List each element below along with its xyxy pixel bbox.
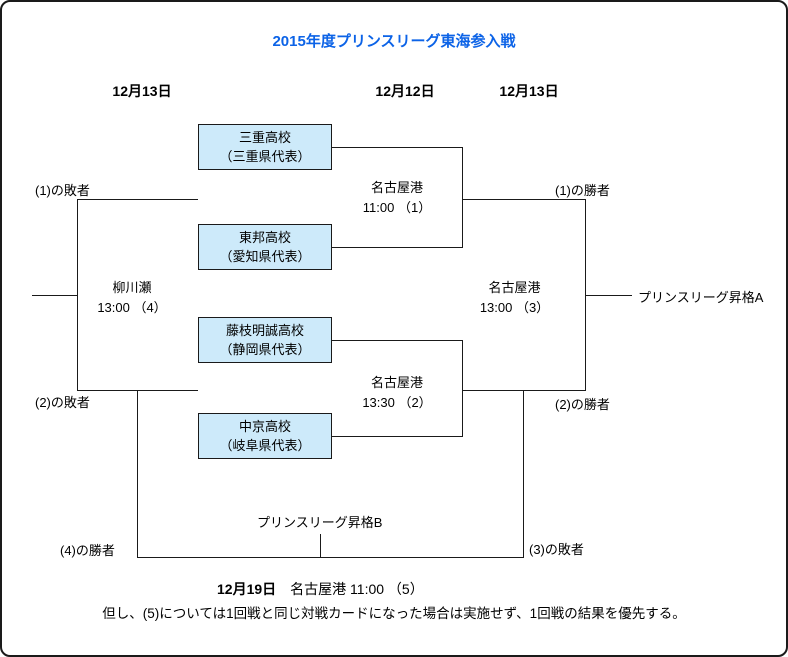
label-winner-of-2: (2)の勝者 (555, 397, 610, 412)
match-time: 13:30 （2） (362, 395, 432, 410)
match-2-info: 名古屋港 13:30 （2） (332, 373, 462, 413)
team-prefecture: （三重県代表） (219, 149, 311, 164)
bracket-line (332, 247, 462, 248)
match-time: 13:00 （4） (97, 300, 167, 315)
bracket-line (137, 557, 524, 558)
match-4-info: 柳川瀬 13:00 （4） (72, 278, 192, 318)
label-loser-of-1: (1)の敗者 (35, 183, 90, 198)
team-name: 東邦高校 (238, 230, 291, 245)
match-venue: 名古屋港 (370, 375, 423, 390)
team-box-fujieda-meisei: 藤枝明誠高校 （静岡県代表） (198, 317, 332, 363)
label-winner-of-4: (4)の勝者 (60, 543, 115, 558)
label-promotion-b: プリンスリーグ昇格B (257, 515, 383, 530)
match-venue: 柳川瀬 (112, 280, 152, 295)
team-prefecture: （愛知県代表） (219, 249, 311, 264)
label-loser-of-2: (2)の敗者 (35, 395, 90, 410)
page-title: 2015年度プリンスリーグ東海参入戦 (272, 33, 516, 50)
team-prefecture: （静岡県代表） (219, 342, 311, 357)
final-match-details: 名古屋港 11:00 （5） (290, 581, 424, 597)
label-promotion-a: プリンスリーグ昇格A (638, 290, 764, 305)
bracket-line (462, 147, 463, 248)
bracket-line (585, 295, 632, 296)
label-winner-of-1: (1)の勝者 (555, 183, 610, 198)
final-match-info: 12月19日名古屋港 11:00 （5） (217, 579, 424, 599)
bracket-line (77, 199, 78, 391)
team-box-chukyo: 中京高校 （岐阜県代表） (198, 413, 332, 459)
team-prefecture: （岐阜県代表） (219, 438, 311, 453)
match-3-info: 名古屋港 13:00 （3） (447, 278, 582, 318)
team-box-mie: 三重高校 （三重県代表） (198, 124, 332, 170)
date-header-right: 12月13日 (499, 83, 559, 99)
bracket-line (462, 340, 463, 437)
team-box-toho: 東邦高校 （愛知県代表） (198, 224, 332, 270)
match-time: 11:00 （1） (362, 200, 432, 215)
label-loser-of-3: (3)の敗者 (529, 542, 584, 557)
bracket-line (332, 340, 462, 341)
team-name: 中京高校 (238, 419, 291, 434)
bracket-line (320, 534, 321, 557)
date-header-left: 12月13日 (112, 83, 172, 99)
match-venue: 名古屋港 (370, 180, 423, 195)
match-time: 13:00 （3） (479, 300, 550, 315)
date-header-middle: 12月12日 (375, 83, 435, 99)
bracket-line (77, 199, 198, 200)
bracket-line (32, 295, 77, 296)
bracket-line (462, 199, 585, 200)
match-1-info: 名古屋港 11:00 （1） (332, 178, 462, 218)
bracket-line (332, 147, 462, 148)
footnote: 但し、(5)については1回戦と同じ対戦カードになった場合は実施せず、1回戦の結果… (102, 606, 686, 621)
bracket-line (523, 390, 524, 558)
team-name: 三重高校 (238, 130, 291, 145)
team-name: 藤枝明誠高校 (225, 323, 304, 338)
bracket-line (137, 390, 138, 558)
final-match-date: 12月19日 (217, 581, 277, 597)
match-venue: 名古屋港 (488, 280, 541, 295)
bracket-line (332, 436, 462, 437)
